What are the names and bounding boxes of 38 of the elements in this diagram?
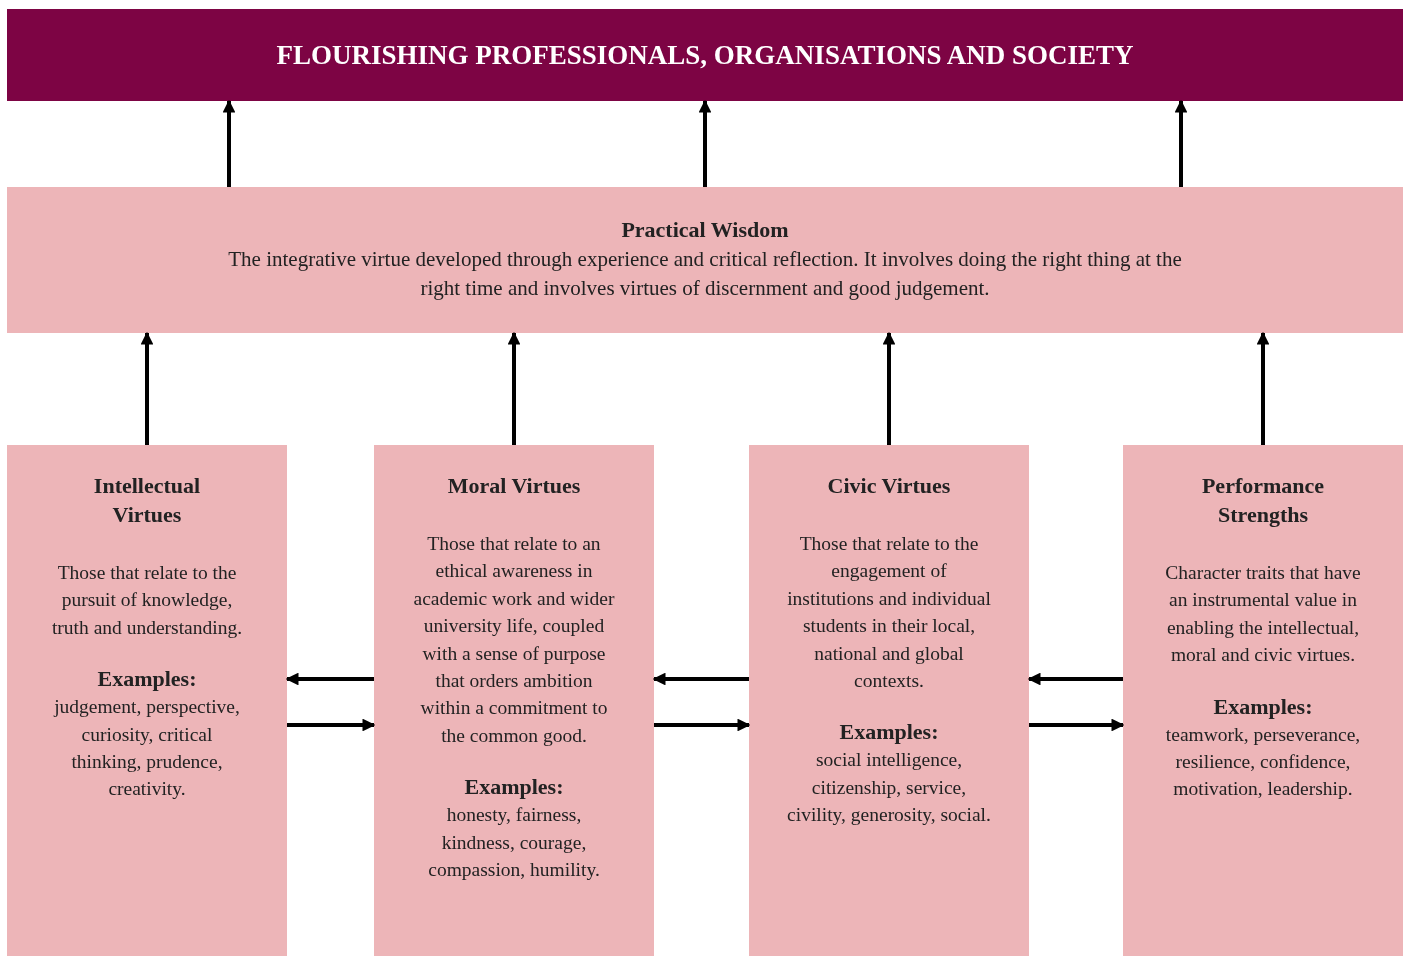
panel-heading: Intellectual Virtues [92, 472, 202, 529]
panel-heading: Civic Virtues [826, 472, 952, 500]
panel-heading: Performance Strengths [1200, 472, 1326, 529]
arrow [652, 672, 749, 686]
panel-heading: Moral Virtues [446, 472, 582, 500]
panel-description: Character traits that have an instrumental value in enabling the intellectual, moral and civic virtues. [1164, 561, 1362, 668]
arrow [285, 672, 374, 686]
arrow [1174, 99, 1188, 187]
arrow [287, 718, 376, 732]
panel-description: The integrative virtue developed through experience and critical reflection. It involves doing the right thing at the right time and involves virtues of discernment and good judgement. [227, 246, 1183, 302]
virtue-panel [749, 445, 1029, 956]
virtue-panel [374, 445, 654, 956]
panel-description: Those that relate to the pursuit of knowledge, truth and understanding. [50, 561, 244, 640]
examples-list: social intelligence, citizenship, service, civility, generosity, social. [787, 746, 991, 829]
examples-heading: Examples: [839, 718, 939, 747]
banner-title: FLOURISHING PROFESSIONALS, ORGANISATIONS AND SOCIETY [276, 39, 1134, 71]
arrow [654, 718, 751, 732]
arrow [222, 99, 236, 187]
arrow [1029, 718, 1125, 732]
arrow [507, 331, 521, 445]
arrow [1256, 331, 1270, 445]
virtue-panel [1123, 445, 1403, 956]
panel-description: Those that relate to an ethical awareness in academic work and wider university life, coupled with a sense of purpose that orders ambition within a commitment to the common good. [412, 532, 616, 748]
arrow [698, 99, 712, 187]
arrow [140, 331, 154, 445]
examples-heading: Examples: [97, 665, 197, 694]
wisdom-panel [7, 187, 1403, 333]
examples-heading: Examples: [464, 773, 564, 802]
panel-heading: Practical Wisdom [621, 217, 789, 243]
arrow [882, 331, 896, 445]
panel-description: Those that relate to the engagement of institutions and individual students in their local, national and global contexts. [787, 532, 991, 694]
examples-list: teamwork, perseverance, resilience, confidence, motivation, leadership. [1161, 720, 1365, 803]
examples-heading: Examples: [1213, 692, 1313, 721]
examples-list: judgement, perspective, curiosity, critical thinking, prudence, creativity. [45, 693, 249, 803]
title-banner [7, 9, 1403, 101]
examples-list: honesty, fairness, kindness, courage, compassion, humility. [412, 801, 616, 884]
virtue-panel [7, 445, 287, 956]
arrow [1027, 672, 1123, 686]
